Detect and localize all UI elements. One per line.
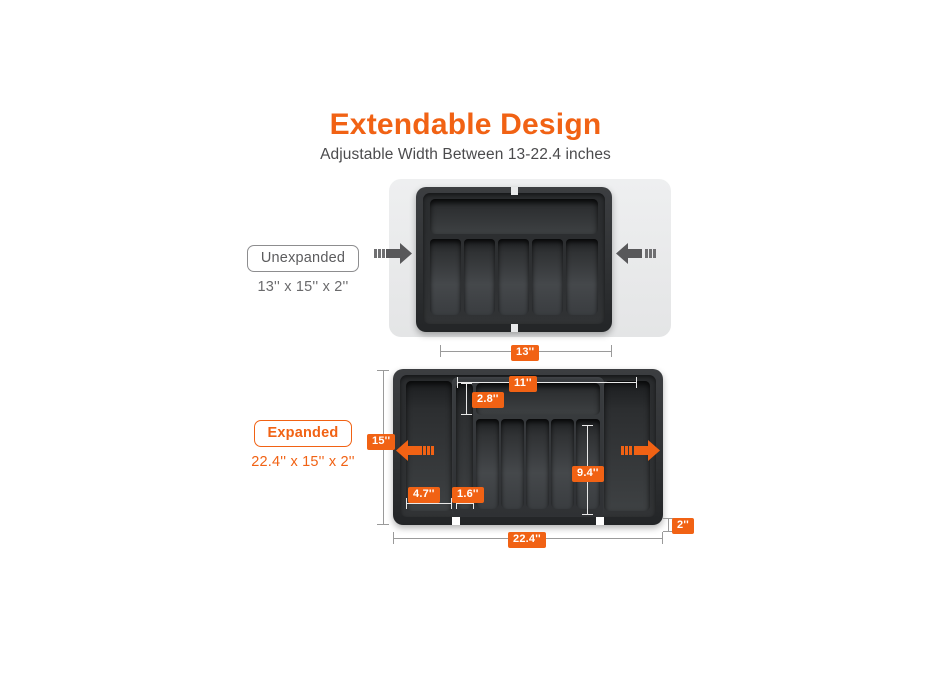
slot-length-tick-top (582, 425, 593, 426)
badge-top-tray-height: 2.8'' (472, 392, 504, 408)
depth-measure-line (668, 518, 669, 532)
badge-unexpanded-width: 13'' (511, 345, 540, 361)
tray-compartment (551, 419, 574, 509)
tray-seam-top (511, 187, 518, 195)
unexpanded-width-tick-left (440, 345, 441, 357)
badge-slot-length: 9.4'' (572, 466, 604, 482)
tray-compartment (532, 239, 563, 315)
top-tray-tick-lower (461, 414, 472, 415)
top-tray-height-line (466, 383, 467, 415)
badge-narrow-slot-width: 1.6'' (452, 487, 484, 503)
compress-arrow-left-icon (386, 243, 412, 264)
unexpanded-label-block: Unexpanded 13'' x 15'' x 2'' (218, 245, 388, 295)
inner-top-tick-right (636, 377, 637, 388)
badge-left-wing-width: 4.7'' (408, 487, 440, 503)
narrow-slot-tick-left (456, 498, 457, 509)
tray-seam-bottom (511, 324, 518, 332)
expanded-state-pill: Expanded (253, 420, 353, 447)
tray-compartment (498, 239, 529, 315)
depth-tick-top (663, 518, 674, 519)
tray-top-compartment (430, 199, 598, 234)
tray-compartment (501, 419, 524, 509)
expanded-seam-left (452, 517, 460, 525)
tray-compartment (464, 239, 495, 315)
badge-depth: 2'' (672, 518, 694, 534)
expanded-seam-right (596, 517, 604, 525)
expand-streaks-right (621, 446, 633, 455)
badge-expanded-width: 22.4'' (508, 532, 546, 548)
unexpanded-width-tick-right (611, 345, 612, 357)
expanded-width-tick-left (393, 532, 394, 544)
badge-inner-top-width: 11'' (509, 376, 537, 392)
unexpanded-dimensions: 13'' x 15'' x 2'' (257, 279, 349, 295)
tray-compartment (476, 419, 499, 509)
compress-arrow-right-icon (616, 243, 642, 264)
narrow-slot-tick-right (473, 498, 474, 509)
expand-streaks-left (423, 446, 435, 455)
slot-length-tick-bottom (582, 514, 593, 515)
expand-arrow-right-icon (634, 440, 660, 461)
height-tick-top (377, 370, 389, 371)
inner-top-tick-left (457, 377, 458, 388)
expanded-width-tick-right (662, 532, 663, 544)
depth-tick-bottom (663, 531, 674, 532)
left-wing-tick-right (451, 498, 452, 509)
expand-arrow-left-icon (396, 440, 422, 461)
expanded-dimensions: 22.4'' x 15'' x 2'' (251, 454, 355, 470)
tray-compartment (566, 239, 598, 315)
unexpanded-tray (416, 187, 612, 332)
narrow-slot-width-line (456, 503, 474, 504)
page-subtitle: Adjustable Width Between 13-22.4 inches (320, 146, 611, 163)
page-title: Extendable Design (329, 108, 602, 141)
inner-top-width-line (457, 382, 637, 383)
tray-compartment (430, 239, 461, 315)
badge-height: 15'' (367, 434, 396, 450)
unexpanded-state-pill: Unexpanded (246, 245, 360, 272)
left-wing-width-line (406, 503, 452, 504)
top-tray-tick-upper (461, 383, 472, 384)
height-tick-bottom (377, 524, 389, 525)
tray-compartment (526, 419, 549, 509)
expanded-label-block: Expanded 22.4'' x 15'' x 2'' (218, 420, 388, 470)
tray-compartment (576, 419, 600, 509)
motion-streaks-right (645, 249, 657, 258)
motion-streaks-left (374, 249, 386, 258)
left-wing-tick-left (406, 498, 407, 509)
